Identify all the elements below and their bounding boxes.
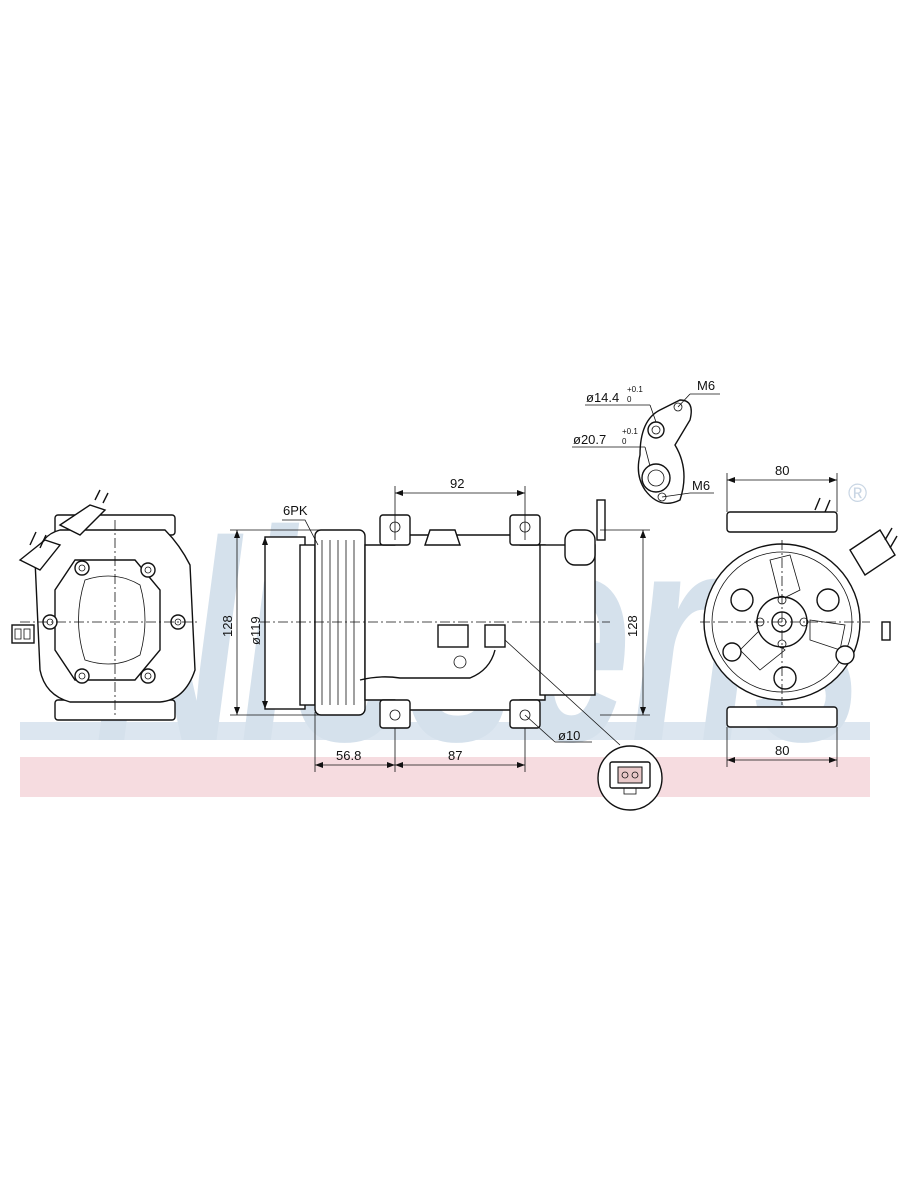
- pulley-diameter-dimension: ø119: [248, 616, 263, 645]
- dimension-lines: [230, 486, 650, 772]
- connector-detail: [597, 745, 663, 811]
- rear-width-top-dimension: 80: [775, 463, 789, 478]
- thread-top-label: M6: [697, 378, 715, 393]
- port-hole-2-tol-lower: 0: [622, 437, 627, 446]
- rear-dimension-lines: [726, 473, 838, 767]
- pulley-type-label: 6PK: [283, 503, 308, 518]
- height-right-dimension: 128: [625, 615, 640, 637]
- watermark-blue-band: [20, 722, 870, 740]
- port-hole-2-tol-upper: +0.1: [622, 427, 638, 436]
- mount-spacing-dimension: 87: [448, 748, 462, 763]
- thread-bottom-label: M6: [692, 478, 710, 493]
- port-hole-1-dimension: ø14.4: [586, 390, 619, 405]
- mount-hole-dimension: ø10: [558, 728, 580, 743]
- side-profile-view: [260, 499, 610, 729]
- connector-plug-icon: [609, 761, 651, 795]
- rear-face-view: [700, 497, 898, 728]
- port-hole-1-tol-upper: +0.1: [627, 385, 643, 394]
- port-hole-1-tol-lower: 0: [627, 395, 632, 404]
- port-flange-detail: [572, 393, 720, 504]
- watermark-pink-band: [20, 757, 870, 797]
- watermark-registered-mark: ®: [848, 478, 867, 508]
- rear-width-bottom-dimension: 80: [775, 743, 789, 758]
- height-left-dimension: 128: [220, 615, 235, 637]
- clutch-offset-dimension: 56.8: [336, 748, 361, 763]
- port-hole-2-dimension: ø20.7: [573, 432, 606, 447]
- front-face-view: [11, 489, 200, 721]
- top-width-dimension: 92: [450, 476, 464, 491]
